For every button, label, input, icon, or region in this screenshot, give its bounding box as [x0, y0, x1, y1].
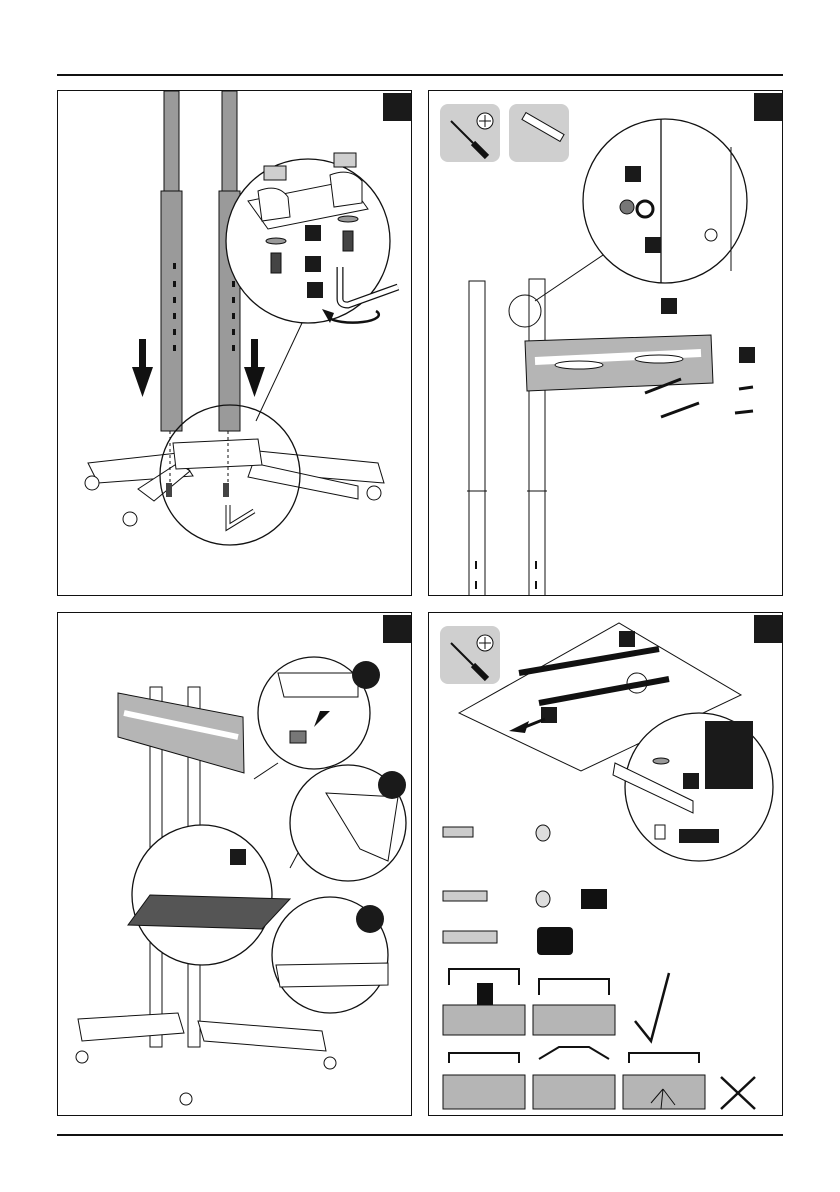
step-1-illustration	[58, 91, 412, 596]
step-3-panel	[57, 612, 412, 1116]
check-mark-icon	[635, 973, 669, 1041]
step-2-illustration	[429, 91, 783, 596]
down-arrow-icon	[132, 339, 153, 397]
cross-mark-icon	[721, 1077, 755, 1109]
step-4-panel	[428, 612, 783, 1116]
phillips-screwdriver-icon	[451, 113, 493, 157]
spirit-level-icon	[522, 113, 564, 142]
step-4-illustration	[429, 613, 783, 1116]
step-1-panel	[57, 90, 412, 596]
footer-rule	[57, 1134, 783, 1136]
header-rule	[57, 74, 783, 76]
phillips-screwdriver-icon	[451, 635, 493, 679]
step-3-illustration	[58, 613, 412, 1116]
step-2-panel	[428, 90, 783, 596]
